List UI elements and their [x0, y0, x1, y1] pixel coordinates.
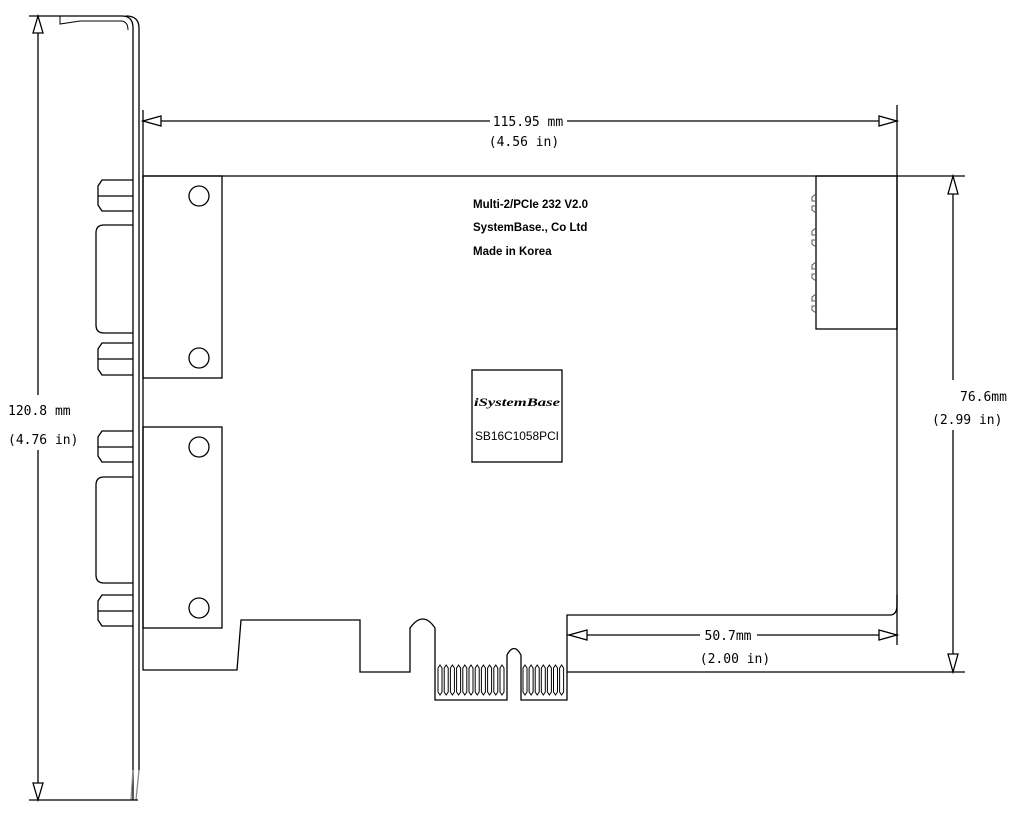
board-model-label: Multi-2/PCIe 232 V2.0	[473, 199, 588, 211]
gold-finger	[462, 664, 468, 696]
dimension-bracket-height: 120.8 mm (4.76 in)	[5, 13, 138, 803]
mounting-hole	[188, 347, 210, 369]
gold-finger	[553, 664, 558, 696]
gold-finger	[449, 664, 455, 696]
gold-finger	[522, 664, 528, 696]
gold-finger	[559, 664, 565, 696]
mounting-hole	[188, 597, 210, 619]
dimension-length: 115.95 mm (4.56 in)	[140, 105, 900, 176]
gold-fingers	[437, 664, 565, 696]
length-in: (4.56 in)	[489, 135, 559, 150]
board-outline	[142, 175, 898, 701]
gold-finger	[540, 664, 546, 696]
edge-offset-in: (2.00 in)	[700, 652, 770, 667]
bracket-height-in: (4.76 in)	[8, 433, 78, 448]
chip-part-number: SB16C1058PCI	[475, 431, 559, 443]
dimension-board-height: 76.6mm (2.99 in)	[567, 173, 1007, 675]
gold-finger	[499, 664, 505, 696]
board-origin-label: Made in Korea	[473, 246, 552, 258]
edge-offset-mm: 50.7mm	[705, 629, 752, 644]
board-company-label: SystemBase., Co Ltd	[473, 222, 587, 234]
gold-finger	[480, 664, 486, 696]
gold-finger	[528, 664, 534, 696]
db9-connector-2	[95, 426, 223, 629]
db9-connector-1	[95, 175, 223, 379]
board-height-in: (2.99 in)	[932, 413, 1002, 428]
gold-finger	[437, 664, 443, 696]
length-mm: 115.95 mm	[493, 115, 564, 130]
uart-chip: iSystemBase SB16C1058PCI	[471, 369, 563, 463]
header-connector	[811, 175, 898, 330]
mounting-hole	[188, 436, 210, 458]
mounting-bracket	[59, 15, 144, 801]
chip-logo: iSystemBase	[474, 395, 561, 409]
dimension-edge-offset: 50.7mm (2.00 in)	[566, 595, 900, 667]
mounting-hole	[188, 185, 210, 207]
bracket-height-mm: 120.8 mm	[8, 404, 71, 419]
gold-finger	[546, 664, 552, 696]
gold-finger	[487, 664, 493, 696]
gold-finger	[456, 664, 462, 696]
gold-finger	[534, 664, 540, 696]
gold-finger	[468, 664, 474, 696]
gold-finger	[474, 664, 480, 696]
gold-finger	[443, 664, 449, 696]
board-height-mm: 76.6mm	[960, 390, 1007, 405]
gold-finger	[493, 664, 499, 696]
